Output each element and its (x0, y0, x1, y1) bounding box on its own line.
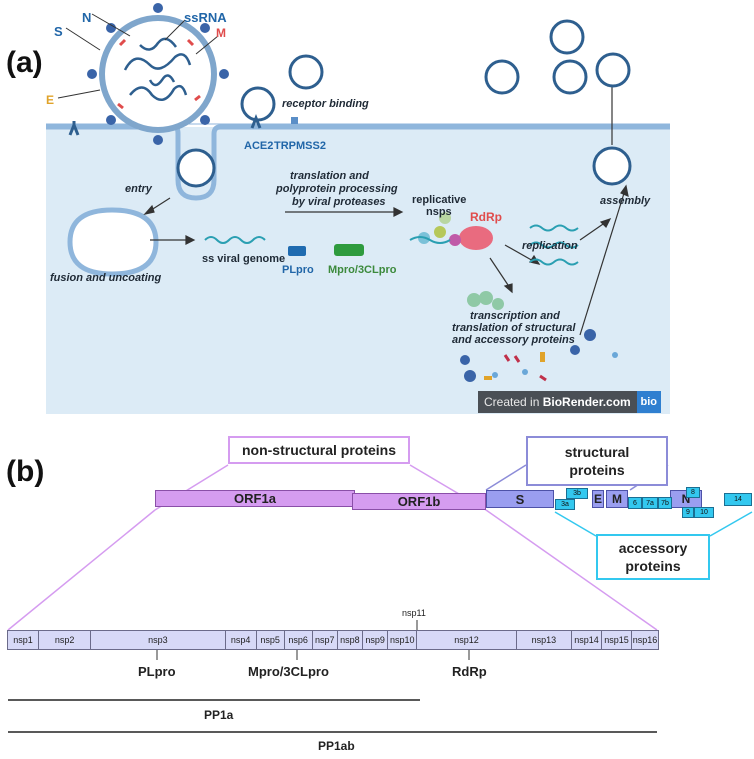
assembly-label: assembly (600, 195, 651, 207)
entry-label: entry (125, 183, 152, 195)
m-box: M (606, 490, 628, 508)
label-m: M (216, 26, 226, 40)
biorender-logo: bio (636, 391, 661, 413)
cell-membrane (46, 124, 670, 201)
nonstructural-callout: non-structural proteins (228, 436, 410, 464)
nonstructural-label: non-structural proteins (241, 442, 396, 458)
nsp10-cell: nsp10 (388, 631, 418, 649)
translation-label-2: polyprotein processing (276, 183, 398, 195)
nsp4-cell: nsp4 (226, 631, 257, 649)
plpro-shape (288, 246, 306, 256)
nsp7-cell: nsp7 (313, 631, 338, 649)
gene-7a: 7a (642, 497, 658, 509)
rdrp-enzyme-label: RdRp (452, 664, 487, 679)
plpro-label: PLpro (282, 264, 314, 276)
tmprss2-label: TRPMSS2 (274, 140, 326, 152)
gene-10: 10 (694, 507, 714, 518)
gene-7b: 7b (658, 497, 672, 509)
endosome (67, 207, 159, 277)
nsp11-label: nsp11 (402, 608, 426, 618)
label-ssrna: ssRNA (184, 10, 227, 25)
nsp12-cell: nsp12 (417, 631, 517, 649)
gene-14: 14 (724, 493, 752, 506)
nsp5-cell: nsp5 (257, 631, 285, 649)
s-box: S (486, 490, 554, 508)
nsp2-cell: nsp2 (39, 631, 92, 649)
nsp14-cell: nsp14 (572, 631, 602, 649)
accessory-callout: accessory proteins (596, 534, 710, 580)
rdrp-shape (459, 226, 493, 250)
mpro-label: Mpro/3CLpro (328, 264, 397, 276)
gene-3a: 3a (555, 499, 575, 510)
transcription-label-3: and accessory proteins (452, 334, 575, 346)
rdrp-label: RdRp (470, 210, 502, 224)
pp1a-label: PP1a (204, 708, 234, 722)
nsp13-cell: nsp13 (517, 631, 572, 649)
structural-label-2: proteins (569, 462, 625, 478)
structural-callout: structural proteins (526, 436, 668, 486)
gene-9: 9 (682, 507, 694, 518)
biorender-credit: Created in BioRender.com bio (478, 391, 661, 413)
lifecycle-diagram (46, 3, 670, 414)
replication-label: replication (522, 240, 578, 252)
nsp1-cell: nsp1 (8, 631, 39, 649)
gene-3b: 3b (566, 488, 588, 499)
replicative-label-1: replicative (412, 194, 467, 206)
nsp9-cell: nsp9 (363, 631, 389, 649)
mpro-shape (334, 244, 364, 256)
nsp6-cell: nsp6 (285, 631, 313, 649)
virion-diagram (57, 3, 229, 145)
nsp15-cell: nsp15 (602, 631, 632, 649)
receptor-binding-label: receptor binding (282, 98, 369, 110)
gene-8: 8 (686, 487, 700, 498)
translation-label-3: by viral proteases (292, 196, 386, 208)
cell-cytoplasm (46, 127, 670, 414)
orf1b-box: ORF1b (352, 493, 486, 510)
genome-label: ss viral genome (202, 253, 286, 265)
plpro-enzyme-label: PLpro (138, 664, 176, 679)
pp1ab-label: PP1ab (318, 739, 355, 753)
transcription-label-2: translation of structural (452, 322, 576, 334)
label-e: E (46, 93, 55, 107)
orf1a-box: ORF1a (155, 490, 355, 507)
nsp8-cell: nsp8 (338, 631, 364, 649)
transcription-label-1: transcription and (470, 310, 560, 322)
structural-label-1: structural (564, 444, 630, 460)
fusion-label: fusion and uncoating (50, 272, 162, 284)
credit-text: Created in BioRender.com (478, 391, 637, 413)
nsp16-cell: nsp16 (632, 635, 658, 645)
accessory-label-2: proteins (625, 558, 681, 574)
panel-a-label: (a) (6, 46, 43, 79)
accessory-label-1: accessory (618, 540, 688, 556)
translation-label-1: translation and (290, 170, 369, 182)
nsp3-cell: nsp3 (91, 631, 226, 649)
replicative-label-2: nsps (426, 206, 452, 218)
panel-b-label: (b) (6, 455, 45, 488)
ace2-label: ACE2 (244, 140, 274, 152)
mpro-enzyme-label: Mpro/3CLpro (248, 664, 329, 679)
nsp-bar: nsp1 nsp2 nsp3 nsp4 nsp5 nsp6 nsp7 nsp8 … (7, 630, 659, 650)
gene-6: 6 (628, 497, 642, 509)
e-box: E (592, 490, 604, 508)
label-n: N (82, 10, 92, 25)
label-s: S (54, 24, 63, 39)
